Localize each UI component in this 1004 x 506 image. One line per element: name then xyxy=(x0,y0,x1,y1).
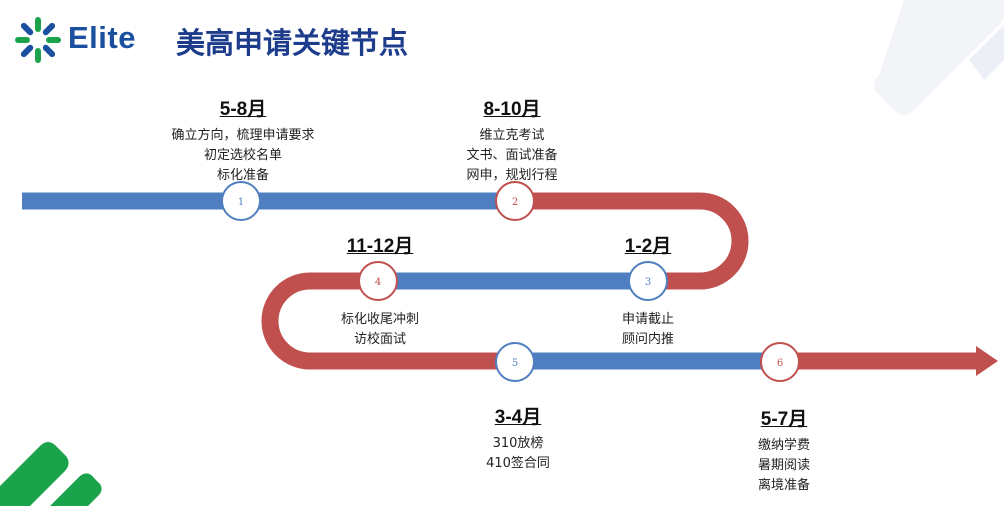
stage-task: 初定选校名单 xyxy=(203,148,282,163)
stage-period: 5-7月 xyxy=(760,409,808,430)
node-number: 3 xyxy=(645,277,651,288)
arrow-head-icon xyxy=(976,346,998,376)
stage-period: 8-10月 xyxy=(483,99,541,120)
stage-task: 离境准备 xyxy=(757,478,810,493)
stage-2: 8-10月 维立克考试 文书、面试准备 网申，规划行程 xyxy=(422,94,602,186)
stage-period: 3-4月 xyxy=(494,407,542,428)
stage-task: 维立克考试 xyxy=(479,128,545,143)
stage-period: 1-2月 xyxy=(624,236,672,257)
stage-task: 确立方向，梳理申请要求 xyxy=(171,128,315,143)
node-number: 2 xyxy=(512,197,518,208)
corner-decoration-green xyxy=(0,442,102,506)
stage-task: 访校面试 xyxy=(353,332,406,347)
stage-task: 暑期阅读 xyxy=(757,458,810,473)
node-5: 5 xyxy=(495,342,535,382)
stage-6: 5-7月 缴纳学费 暑期阅读 离境准备 xyxy=(694,404,874,496)
node-2: 2 xyxy=(495,181,535,221)
node-4: 4 xyxy=(358,261,398,301)
stage-1: 5-8月 确立方向，梳理申请要求 初定选校名单 标化准备 xyxy=(140,94,346,186)
road-segment-2 xyxy=(515,192,749,290)
node-number: 4 xyxy=(375,277,381,288)
stage-task: 标化准备 xyxy=(216,168,269,183)
node-number: 5 xyxy=(512,358,518,369)
stage-task: 文书、面试准备 xyxy=(466,148,558,163)
node-6: 6 xyxy=(760,342,800,382)
stage-task: 标化收尾冲刺 xyxy=(340,312,419,327)
node-number: 6 xyxy=(777,358,783,369)
stage-task: 申请截止 xyxy=(621,312,674,327)
logo-burst-icon xyxy=(15,17,61,63)
stage-task: 310放榜 xyxy=(492,436,544,451)
node-3: 3 xyxy=(628,261,668,301)
page-title: 美高申请关键节点 xyxy=(176,26,409,60)
stage-period: 11-12月 xyxy=(346,236,414,257)
stage-5: 3-4月 310放榜 410签合同 xyxy=(430,402,606,474)
stage-task: 410签合同 xyxy=(486,456,550,471)
elite-logo: Elite xyxy=(12,14,152,64)
stage-3: 11-12月 标化收尾冲刺 访校面试 xyxy=(290,231,470,350)
stage-period: 5-8月 xyxy=(219,99,267,120)
logo-text: Elite xyxy=(68,20,136,55)
stage-task: 网申，规划行程 xyxy=(466,168,558,183)
node-number: 1 xyxy=(238,197,244,208)
stage-4: 1-2月 申请截止 顾问内推 xyxy=(560,231,736,350)
stage-task: 缴纳学费 xyxy=(757,438,810,453)
node-1: 1 xyxy=(221,181,261,221)
stage-task: 顾问内推 xyxy=(621,332,674,347)
road-segment-4 xyxy=(261,272,515,370)
corner-decoration xyxy=(874,0,1004,115)
